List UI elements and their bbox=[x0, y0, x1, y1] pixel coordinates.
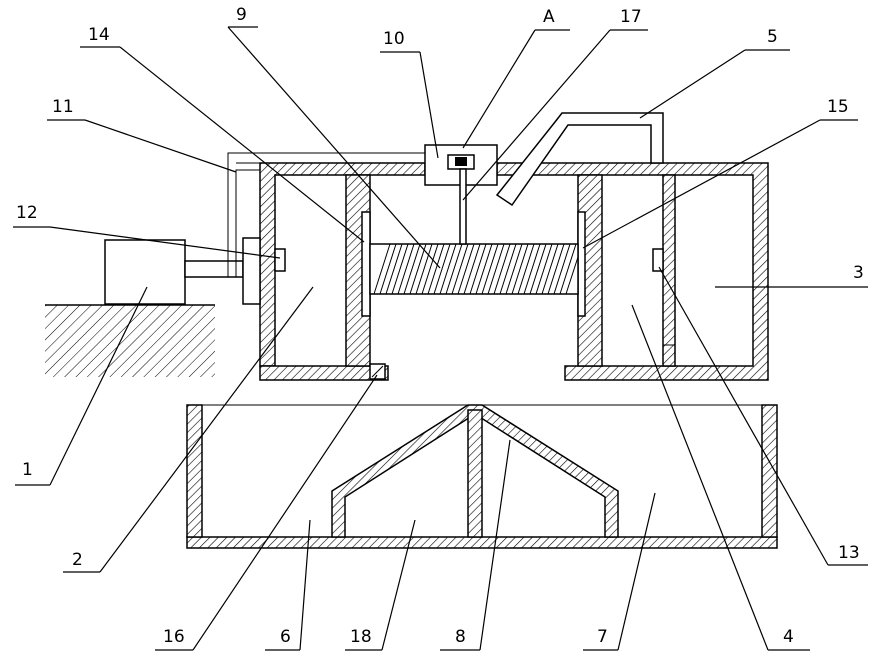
motor bbox=[105, 240, 243, 304]
label-4: 4 bbox=[783, 627, 794, 647]
label-14: 14 bbox=[88, 25, 110, 45]
label-10: 10 bbox=[383, 29, 405, 49]
label-6: 6 bbox=[280, 627, 291, 647]
label-8: 8 bbox=[455, 627, 466, 647]
label-16: 16 bbox=[163, 627, 185, 647]
label-A: A bbox=[543, 7, 555, 27]
label-11: 11 bbox=[52, 97, 74, 117]
label-3: 3 bbox=[853, 263, 864, 283]
label-1: 1 bbox=[22, 460, 33, 480]
screw-roller bbox=[370, 244, 578, 294]
label-18: 18 bbox=[350, 627, 372, 647]
pump-assembly bbox=[425, 145, 497, 244]
label-7: 7 bbox=[597, 627, 608, 647]
label-12: 12 bbox=[16, 203, 38, 223]
label-13: 13 bbox=[838, 543, 860, 563]
ground bbox=[45, 305, 215, 377]
label-17: 17 bbox=[620, 7, 642, 27]
label-2: 2 bbox=[72, 550, 83, 570]
label-9: 9 bbox=[236, 5, 247, 25]
label-15: 15 bbox=[827, 97, 849, 117]
label-5: 5 bbox=[767, 27, 778, 47]
